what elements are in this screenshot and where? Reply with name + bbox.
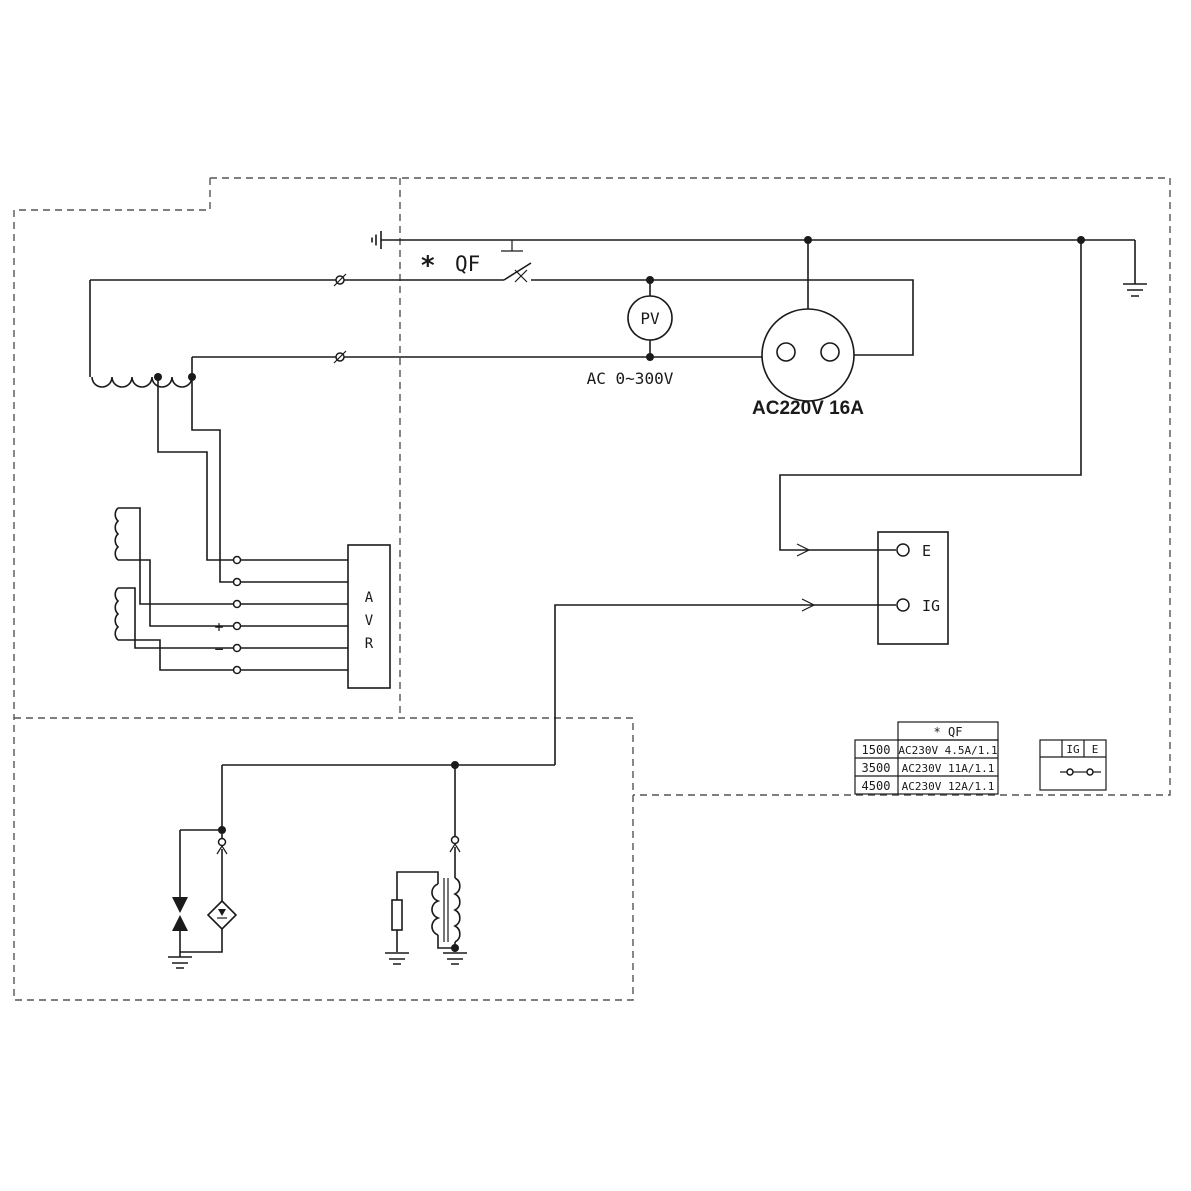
qf-table-spec-1: AC230V 4.5A/1.1 xyxy=(898,744,997,757)
ig-terminal-wire xyxy=(554,604,896,765)
ig-terminal-label: IG xyxy=(922,597,940,615)
qf-table-spec-3: AC230V 12A/1.1 xyxy=(902,780,995,793)
qf-cross-mark xyxy=(514,269,528,283)
aux-wire-4 xyxy=(118,639,234,671)
junction-dots xyxy=(154,236,1085,952)
line-connector-2 xyxy=(333,350,347,364)
plug-resistor-icon xyxy=(391,899,403,931)
neutral-ground-icon xyxy=(371,231,382,249)
plus-label: + xyxy=(214,618,223,636)
avr-sense-wire-2 xyxy=(191,377,234,583)
qf-blade xyxy=(503,262,532,281)
qf-linkage xyxy=(501,240,523,252)
socket-outlet xyxy=(761,308,855,402)
qf-table-model-3: 4500 xyxy=(862,779,891,793)
ignition-coil-icon xyxy=(431,877,461,943)
engine-enclosure-border xyxy=(13,717,634,1001)
switch-table-ig-label: IG xyxy=(1066,743,1079,756)
qf-asterisk-label: * xyxy=(420,251,436,281)
switch-table-e-label: E xyxy=(1092,743,1099,756)
frame-ground-icon xyxy=(1123,283,1147,297)
avr-label-v: V xyxy=(365,613,374,629)
minus-label: − xyxy=(214,640,223,658)
right-enclosure-border xyxy=(210,177,1171,796)
voltmeter-label: PV xyxy=(640,309,660,328)
ground-symbols xyxy=(168,231,1147,969)
excitation-winding-1-icon xyxy=(114,507,120,561)
stator-winding-icon xyxy=(91,376,193,388)
plug-ground-icon xyxy=(385,952,409,965)
breaker-label: QF xyxy=(455,252,480,276)
qf-table-spec-2: AC230V 11A/1.1 xyxy=(902,762,995,775)
avr-box xyxy=(347,544,391,689)
dashed-borders xyxy=(13,177,1171,1001)
qf-table-header: * QF xyxy=(934,725,963,739)
e-terminal-wire xyxy=(779,240,1082,551)
aux-wire-2 xyxy=(118,559,234,627)
charge-connector-icon xyxy=(216,837,228,855)
voltmeter-range-label: AC 0~300V xyxy=(587,369,674,388)
qf-table-model-1: 1500 xyxy=(862,743,891,757)
voltmeter-circle xyxy=(627,295,673,341)
engine-terminal-box xyxy=(877,531,949,645)
avr-label-r: R xyxy=(365,636,374,652)
charge-ground-icon xyxy=(168,956,192,969)
labels: * QF PV AC 0~300V AC220V 16A E IG A V R … xyxy=(214,251,940,658)
excitation-winding-2-icon xyxy=(114,587,120,641)
avr-terminals xyxy=(232,555,242,675)
qf-table-model-2: 3500 xyxy=(862,761,891,775)
left-enclosure-border xyxy=(13,178,211,718)
line-connector-1 xyxy=(333,273,347,287)
qf-rating-table: * QF 1500 AC230V 4.5A/1.1 3500 AC230V 11… xyxy=(854,721,999,795)
coil-ground-icon xyxy=(443,952,467,965)
e-wire-arrow-icon xyxy=(796,543,811,557)
regulator-branch-bottom xyxy=(180,929,223,953)
live-output-wire xyxy=(531,279,914,356)
components xyxy=(91,273,949,943)
ignition-switch-table: IG E xyxy=(1039,739,1107,791)
ignition-connector-icon xyxy=(449,835,461,853)
avr-label-a: A xyxy=(365,590,374,606)
diode-pair-icon xyxy=(172,897,188,931)
primary-bottom-lead xyxy=(437,935,455,949)
socket-label: AC220V 16A xyxy=(752,398,864,419)
aux-wire-1 xyxy=(118,507,234,605)
wires xyxy=(89,239,1136,957)
primary-top-lead xyxy=(396,871,439,900)
aux-wire-3 xyxy=(118,587,234,649)
e-terminal-label: E xyxy=(922,542,931,560)
regulator-diamond-icon xyxy=(206,899,238,931)
avr-sense-wire-1 xyxy=(157,377,234,561)
switch-contact-icon xyxy=(1060,768,1101,776)
ig-wire-arrow-icon xyxy=(801,598,816,612)
